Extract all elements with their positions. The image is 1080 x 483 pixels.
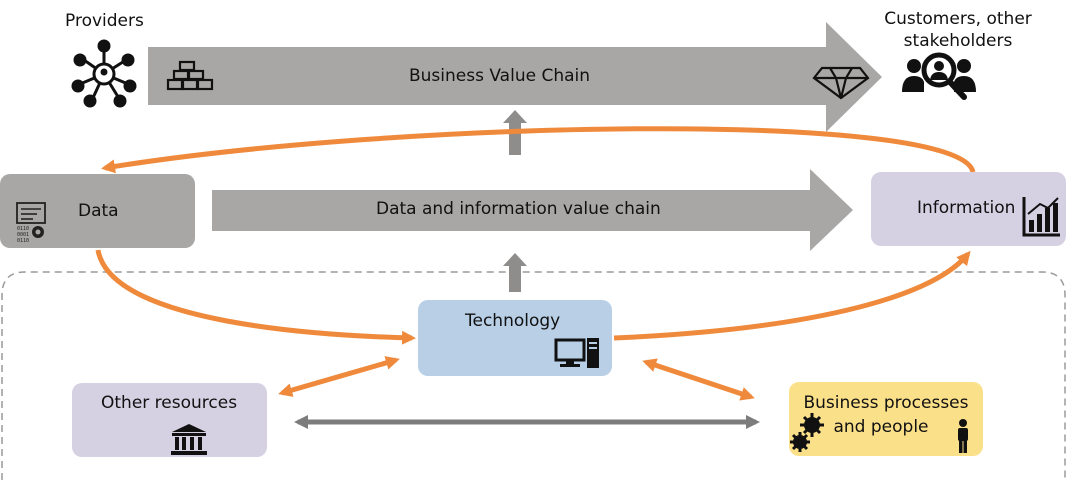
gold-bars-icon: [166, 60, 214, 91]
up-arrow-from-technology: [503, 253, 527, 292]
data-info-chain-label: Data and information value chain: [376, 199, 661, 219]
diamond-icon: [812, 66, 870, 100]
orange-arrow-data-to-technology: [95, 249, 416, 345]
business-processes-label: Business processes and people: [796, 391, 976, 439]
customers-label-line2: stakeholders: [903, 31, 1013, 51]
orange-arrow-technology-other-resources: [278, 356, 400, 397]
orange-arrow-technology-business: [642, 358, 755, 401]
person-icon: [958, 419, 968, 453]
providers-label: Providers: [65, 11, 144, 31]
business-processes-line2: and people: [833, 417, 929, 437]
computer-icon: [554, 338, 599, 368]
data-box: [0, 174, 195, 248]
business-processes-box: [789, 382, 983, 456]
bar-chart-icon: [1022, 197, 1060, 237]
business-processes-line1: Business processes: [803, 393, 969, 413]
other-resources-label: Other resources: [101, 393, 238, 413]
technology-label: Technology: [465, 311, 561, 331]
network-icon: [71, 39, 137, 108]
orange-arrow-technology-to-information: [613, 250, 971, 341]
technology-box: [418, 300, 612, 376]
data-information-chain-arrow: [212, 169, 853, 251]
svg-text:0110: 0110: [17, 238, 29, 244]
svg-text:0110: 0110: [17, 226, 29, 232]
bank-icon: [171, 424, 207, 455]
gears-icon: [790, 413, 824, 452]
svg-text:0001: 0001: [17, 232, 29, 238]
other-resources-box: [72, 383, 267, 457]
business-value-chain-arrow: [148, 22, 882, 132]
organization-dashed-border: [1, 271, 1066, 480]
orange-arrow-information-to-data: [101, 126, 976, 174]
customers-label-line1: Customers, other: [884, 9, 1032, 29]
information-box: [871, 172, 1066, 246]
people-search-icon: [902, 52, 976, 100]
customers-label: Customers, other stakeholders: [858, 8, 1058, 52]
data-label: Data: [78, 201, 119, 221]
information-label: Information: [917, 198, 1016, 218]
business-value-chain-label: Business Value Chain: [409, 66, 591, 86]
data-file-icon: 0110 0001 0110: [16, 202, 46, 244]
